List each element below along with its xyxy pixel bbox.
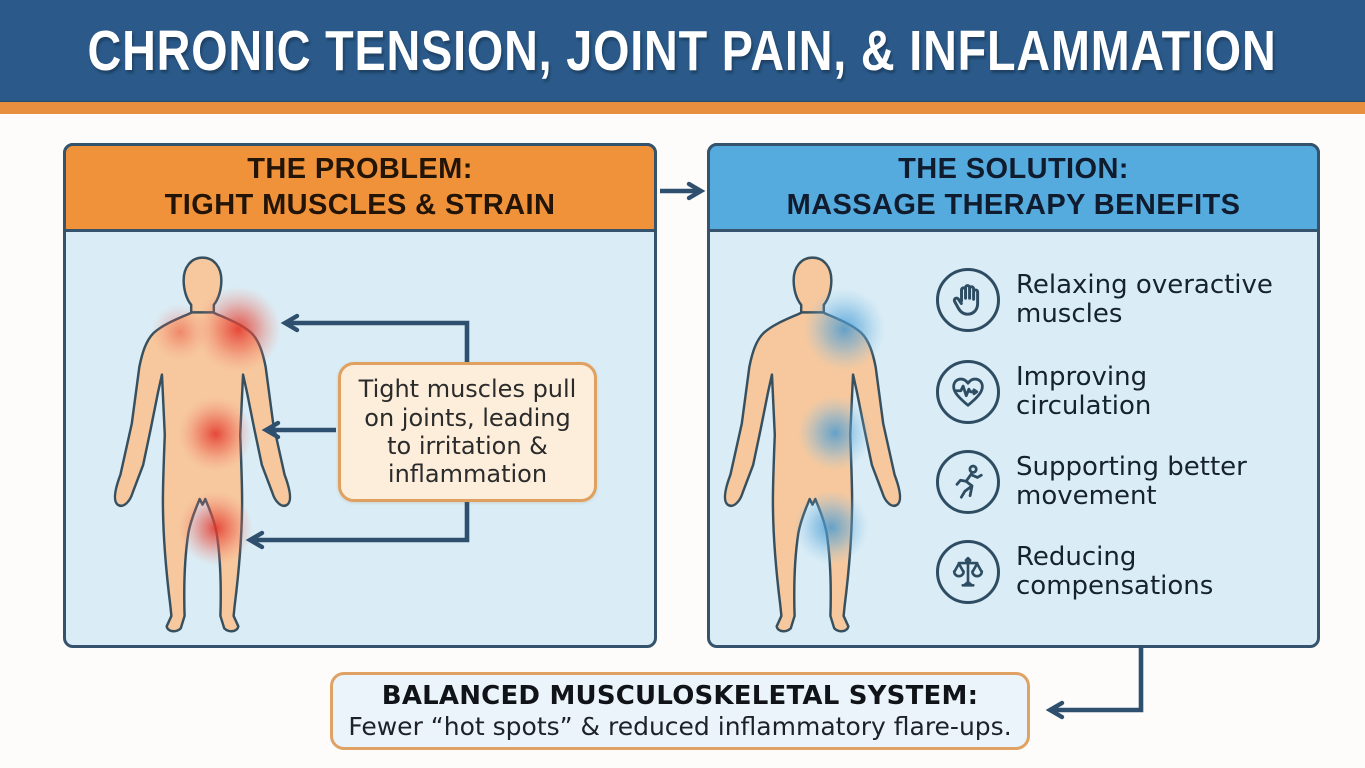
benefit-label: Improving circulation: [1016, 361, 1152, 422]
benefit-label-line2: circulation: [1016, 391, 1152, 421]
relief-spot-shoulder: [803, 287, 887, 371]
arrow-solution-to-outcome: [1045, 646, 1144, 720]
hand-icon: [936, 268, 1000, 332]
balance-scale-icon: [936, 540, 1000, 604]
problem-header-line2: TIGHT MUSCLES & STRAIN: [164, 188, 556, 221]
benefit-row-circulation: Improving circulation: [936, 360, 1151, 424]
outcome-box: BALANCED MUSCULOSKELETAL SYSTEM: Fewer “…: [330, 672, 1030, 750]
problem-body-figure: [113, 256, 292, 633]
benefit-label-line1: Supporting better: [1016, 451, 1247, 482]
benefit-row-compensations: Reducing compensations: [936, 540, 1213, 604]
pain-spot-hip: [177, 396, 254, 472]
benefit-label: Reducing compensations: [1016, 541, 1214, 602]
problem-panel-header: THE PROBLEM: TIGHT MUSCLES & STRAIN: [63, 143, 657, 232]
benefit-label-line1: Relaxing overactive: [1016, 269, 1273, 300]
benefit-row-relaxing-muscles: Relaxing overactive muscles: [936, 268, 1273, 332]
benefit-label-line2: movement: [1016, 481, 1157, 511]
solution-header-line2: MASSAGE THERAPY BENEFITS: [786, 188, 1241, 221]
callout-text: Tight muscles pull on joints, leading to…: [358, 375, 577, 489]
benefit-label-line2: muscles: [1016, 299, 1123, 329]
solution-body-figure: [723, 256, 902, 633]
benefit-label-line2: compensations: [1016, 571, 1214, 601]
outcome-subtitle: Fewer “hot spots” & reduced inflammatory…: [348, 712, 1012, 741]
accent-stripe: [0, 101, 1365, 114]
heart-pulse-icon: [936, 360, 1000, 424]
page-title: CHRONIC TENSION, JOINT PAIN, & INFLAMMAT…: [87, 18, 1278, 83]
solution-header-line1: THE SOLUTION:: [898, 153, 1129, 186]
running-person-icon: [936, 450, 1000, 514]
callout-box: Tight muscles pull on joints, leading to…: [338, 362, 597, 502]
solution-panel: THE SOLUTION: MASSAGE THERAPY BENEFITS R…: [707, 143, 1320, 648]
benefit-label: Supporting better movement: [1016, 451, 1247, 512]
pain-spot-knee: [177, 490, 254, 566]
outcome-title: BALANCED MUSCULOSKELETAL SYSTEM:: [381, 681, 979, 711]
benefit-label-line1: Reducing: [1016, 541, 1137, 572]
pain-spot-left-shoulder: [150, 302, 210, 362]
relief-spot-hip: [797, 395, 873, 471]
title-banner: CHRONIC TENSION, JOINT PAIN, & INFLAMMAT…: [0, 0, 1365, 101]
problem-header-line1: THE PROBLEM:: [247, 153, 473, 186]
pain-spot-shoulder: [194, 285, 282, 373]
solution-panel-header: THE SOLUTION: MASSAGE THERAPY BENEFITS: [707, 143, 1320, 232]
benefit-label-line1: Improving: [1016, 361, 1148, 392]
benefit-row-movement: Supporting better movement: [936, 450, 1247, 514]
benefit-label: Relaxing overactive muscles: [1016, 269, 1273, 330]
relief-spot-knee: [793, 489, 870, 566]
